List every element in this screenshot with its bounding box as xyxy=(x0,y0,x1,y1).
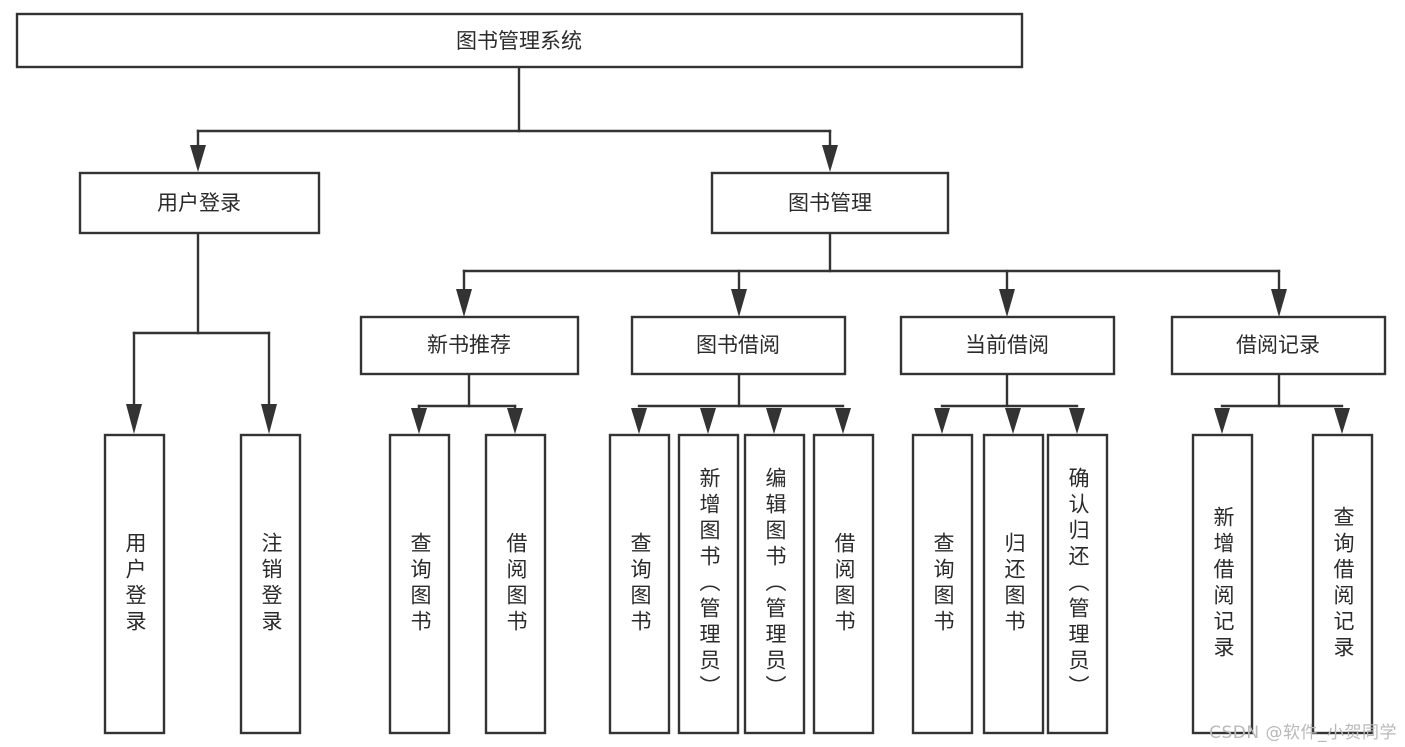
node-current-borrow[interactable]: 当前借阅 xyxy=(899,315,1116,376)
leaf-borrow-edit-book-box[interactable] xyxy=(743,433,806,735)
leaf-current-query-book-label: 查询图书 xyxy=(931,532,955,636)
node-new-book-recommend-box[interactable] xyxy=(359,315,580,376)
arrow-to-borrowrecord-leaf-2 xyxy=(1334,408,1350,434)
arrow-to-currentborrow-leaf-1 xyxy=(934,408,950,434)
node-new-book-recommend-label: 新书推荐 xyxy=(427,333,511,357)
node-book-borrow[interactable]: 图书借阅 xyxy=(630,315,847,376)
leaf-borrow-query-book-box[interactable] xyxy=(608,433,671,735)
leaf-newbook-borrow-book[interactable]: 借阅图书 xyxy=(484,433,547,735)
leaf-user-login-label: 用户登录 xyxy=(123,532,147,636)
leaf-newbook-query-book-box[interactable] xyxy=(388,433,451,735)
arrow-to-newbook-leaf-2 xyxy=(507,408,523,434)
leaf-record-query[interactable]: 查询借阅记录 xyxy=(1311,433,1374,735)
leaf-borrow-borrow-book[interactable]: 借阅图书 xyxy=(812,433,875,735)
leaf-borrow-borrow-book-box[interactable] xyxy=(812,433,875,735)
leaf-newbook-query-book-label: 查询图书 xyxy=(408,532,432,636)
node-borrow-record-box[interactable] xyxy=(1170,315,1387,376)
leaf-current-return-book-box[interactable] xyxy=(982,433,1045,735)
node-book-management-label: 图书管理 xyxy=(788,191,872,215)
node-borrow-record[interactable]: 借阅记录 xyxy=(1170,315,1387,376)
node-book-borrow-box[interactable] xyxy=(630,315,847,376)
arrow-to-newbook-leaf-1 xyxy=(411,408,427,434)
leaf-current-confirm-return[interactable]: 确认归还（管理员） xyxy=(1046,433,1109,735)
arrow-to-leaf-user-login xyxy=(126,404,142,434)
leaf-borrow-edit-book-label: 编辑图书（管理员） xyxy=(763,467,787,701)
arrow-to-book-borrow xyxy=(731,289,747,317)
arrow-to-bookborrow-leaf-2 xyxy=(700,408,716,434)
node-user-login-box[interactable] xyxy=(78,171,321,235)
leaf-current-query-book-box[interactable] xyxy=(911,433,974,735)
leaf-logout-box[interactable] xyxy=(239,433,302,735)
leaf-record-query-label: 查询借阅记录 xyxy=(1331,506,1355,662)
leaf-newbook-borrow-book-label: 借阅图书 xyxy=(504,532,528,636)
node-current-borrow-label: 当前借阅 xyxy=(965,333,1049,357)
node-root-box[interactable] xyxy=(15,12,1024,69)
arrow-to-current-borrow xyxy=(999,289,1015,317)
leaf-current-return-book-label: 归还图书 xyxy=(1002,532,1026,636)
node-borrow-record-label: 借阅记录 xyxy=(1236,333,1320,357)
leaf-record-add[interactable]: 新增借阅记录 xyxy=(1191,433,1254,735)
leaf-record-query-box[interactable] xyxy=(1311,433,1374,735)
arrow-to-new-book xyxy=(456,289,472,317)
connectors xyxy=(126,65,1350,434)
leaf-record-add-label: 新增借阅记录 xyxy=(1211,506,1235,662)
leaf-borrow-add-book[interactable]: 新增图书（管理员） xyxy=(677,433,740,735)
leaf-borrow-add-book-label: 新增图书（管理员） xyxy=(697,467,721,701)
arrow-to-currentborrow-leaf-2 xyxy=(1005,408,1021,434)
arrow-to-borrow-record xyxy=(1271,289,1287,317)
arrow-to-book-mgmt xyxy=(822,145,838,172)
leaf-borrow-edit-book[interactable]: 编辑图书（管理员） xyxy=(743,433,806,735)
leaf-user-login[interactable]: 用户登录 xyxy=(103,433,166,735)
arrow-to-borrowrecord-leaf-1 xyxy=(1214,408,1230,434)
leaf-logout-label: 注销登录 xyxy=(259,532,283,636)
arrow-to-currentborrow-leaf-3 xyxy=(1069,408,1085,434)
node-user-login[interactable]: 用户登录 xyxy=(78,171,321,235)
leaf-current-query-book[interactable]: 查询图书 xyxy=(911,433,974,735)
node-root-label: 图书管理系统 xyxy=(456,29,582,53)
leaf-borrow-query-book-label: 查询图书 xyxy=(628,532,652,636)
arrow-to-bookborrow-leaf-3 xyxy=(766,408,782,434)
leaf-borrow-add-book-box[interactable] xyxy=(677,433,740,735)
node-new-book-recommend[interactable]: 新书推荐 xyxy=(359,315,580,376)
leaf-newbook-query-book[interactable]: 查询图书 xyxy=(388,433,451,735)
arrow-to-user-login xyxy=(190,145,206,172)
node-root[interactable]: 图书管理系统 xyxy=(15,12,1024,69)
leaf-borrow-borrow-book-label: 借阅图书 xyxy=(832,532,856,636)
arrow-to-bookborrow-leaf-1 xyxy=(631,408,647,434)
leaf-current-confirm-return-label: 确认归还（管理员） xyxy=(1066,467,1090,701)
arrow-to-leaf-logout xyxy=(261,404,277,434)
arrow-to-bookborrow-leaf-4 xyxy=(835,408,851,434)
leaf-user-login-box[interactable] xyxy=(103,433,166,735)
node-book-management-box[interactable] xyxy=(710,171,950,235)
node-current-borrow-box[interactable] xyxy=(899,315,1116,376)
leaf-current-confirm-return-box[interactable] xyxy=(1046,433,1109,735)
leaf-borrow-query-book[interactable]: 查询图书 xyxy=(608,433,671,735)
node-book-management[interactable]: 图书管理 xyxy=(710,171,950,235)
leaf-record-add-box[interactable] xyxy=(1191,433,1254,735)
leaf-newbook-borrow-book-box[interactable] xyxy=(484,433,547,735)
node-book-borrow-label: 图书借阅 xyxy=(696,333,780,357)
leaf-current-return-book[interactable]: 归还图书 xyxy=(982,433,1045,735)
node-user-login-label: 用户登录 xyxy=(157,191,241,215)
leaf-logout[interactable]: 注销登录 xyxy=(239,433,302,735)
